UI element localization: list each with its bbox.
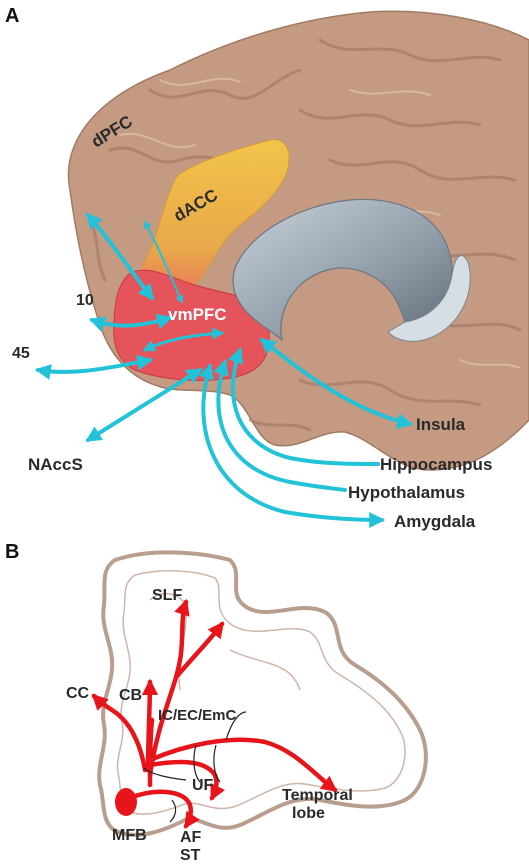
label-hypothalamus: Hypothalamus [348, 483, 465, 502]
arrow-naccs [85, 368, 203, 442]
tract-uf [147, 759, 226, 801]
label-leader-lines [143, 711, 247, 823]
tract-branch-upper [175, 621, 225, 678]
label-amygdala: Amygdala [394, 512, 476, 531]
fornix [387, 255, 471, 342]
label-vmpfc: vmPFC [168, 305, 227, 324]
label-uf: UF [192, 777, 214, 794]
label-temporal: Temporal [282, 787, 353, 804]
label-st: ST [180, 847, 201, 864]
panel-a-letter: A [5, 5, 19, 27]
arrow-dacc [144, 220, 183, 304]
arrow-vmpfc-inner [142, 327, 225, 352]
hemisphere-outer-outline [97, 550, 428, 837]
hemisphere-inner-outline [116, 569, 406, 815]
corpus-callosum [232, 198, 453, 342]
panel-b-letter: B [5, 541, 19, 563]
label-mfb: MFB [112, 827, 147, 844]
vmpfc-connection-arrows [34, 212, 414, 528]
tract-slf [147, 598, 190, 778]
arrow-amygdala [198, 362, 386, 528]
fiber-tracts [91, 598, 338, 829]
tract-ic-ec-emc [147, 737, 338, 793]
nucleus-origin [115, 788, 137, 816]
tract-mfb-st [127, 789, 200, 829]
label-ic-ec-emc: IC/EC/EmC [158, 707, 237, 724]
label-slf: SLF [152, 587, 182, 604]
label-area10: 10 [76, 292, 94, 309]
arrow-area10 [88, 313, 174, 332]
sulcus-inner-fold [229, 649, 301, 691]
label-cb: CB [119, 687, 142, 704]
label-area45: 45 [12, 345, 30, 362]
label-af: AF [180, 829, 202, 846]
label-lobe: lobe [292, 805, 325, 822]
label-cc: CC [66, 685, 90, 702]
label-hippocampus: Hippocampus [380, 455, 492, 474]
label-naccs: NAccS [28, 455, 83, 474]
tract-base [147, 717, 155, 788]
label-insula: Insula [416, 415, 466, 434]
tract-cc [91, 693, 148, 773]
